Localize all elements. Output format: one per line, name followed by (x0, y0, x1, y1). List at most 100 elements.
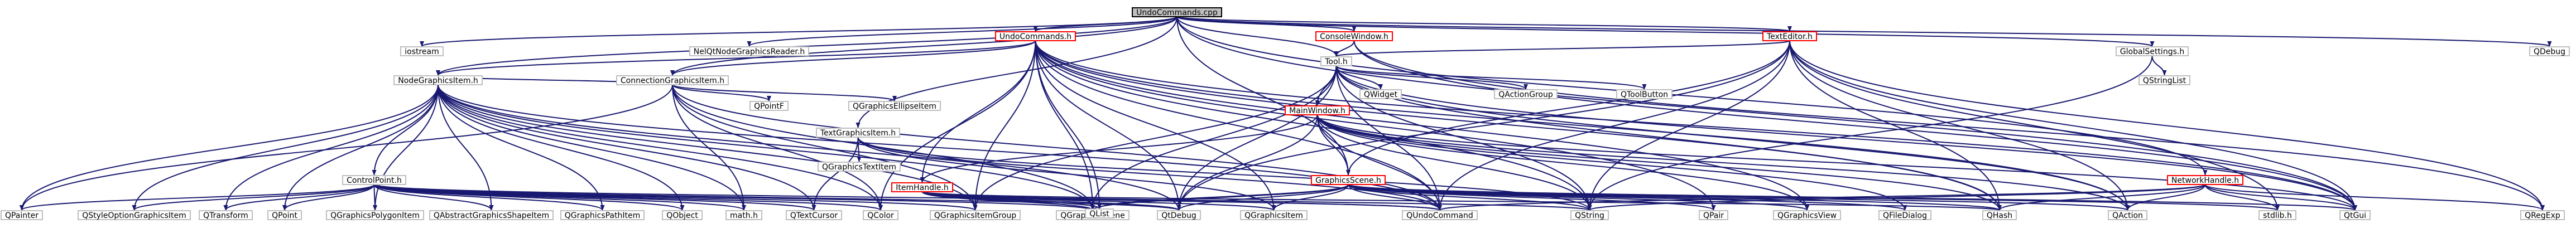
dependency-edge (1176, 16, 2208, 176)
node-qtextitem[interactable]: QGraphicsTextItem (818, 162, 901, 172)
node-qfiledialog[interactable]: QFileDialog (1878, 210, 1931, 220)
node-qgraphicsview[interactable]: QGraphicsView (1773, 210, 1841, 220)
dependency-edge (878, 40, 1036, 211)
node-qgraphicsitem[interactable]: QGraphicsItem (1240, 210, 1308, 220)
node-controlpoint-h[interactable]: ControlPoint.h (342, 175, 406, 185)
node-label: QStyleOptionGraphicsItem (82, 211, 186, 220)
node-qstringlist[interactable]: QStringList (2138, 75, 2190, 85)
node-qregexp[interactable]: QRegExp (2520, 210, 2565, 220)
node-tool-h[interactable]: Tool.h (1320, 56, 1352, 66)
node-label: QActionGroup (1498, 90, 1553, 99)
node-label: TextGraphicsItem.h (820, 129, 896, 138)
dependency-edge (921, 191, 2001, 211)
dependency-edge (372, 184, 377, 211)
node-qcolor[interactable]: QColor (863, 210, 898, 220)
node-qundocommand[interactable]: QUndoCommand (1402, 210, 1478, 220)
node-qpair[interactable]: QPair (1699, 210, 1728, 220)
node-qtgui[interactable]: QtGui (2339, 210, 2371, 220)
dependency-edge (973, 40, 1036, 211)
node-mainwindow-h[interactable]: MainWindow.h (1285, 105, 1350, 115)
node-qactiongroup[interactable]: QActionGroup (1494, 89, 1558, 99)
node-label: QFileDialog (1883, 211, 1927, 220)
node-nelqt[interactable]: NelQtNodeGraphicsReader.h (689, 46, 809, 56)
node-qpathitem[interactable]: QGraphicsPathItem (560, 210, 645, 220)
dependency-edge (1348, 184, 1716, 211)
node-qhash[interactable]: QHash (1982, 210, 2017, 220)
dependency-edge (2125, 184, 2206, 211)
node-label: MainWindow.h (1289, 106, 1345, 115)
node-label: ConsoleWindow.h (1320, 32, 1388, 41)
node-textgraphics-h[interactable]: TextGraphicsItem.h (816, 128, 900, 138)
dependency-edge (1176, 16, 1339, 57)
dependency-edge (1348, 184, 1442, 211)
node-nodegraphics-h[interactable]: NodeGraphicsItem.h (393, 75, 483, 85)
node-label: QPoint (272, 211, 297, 220)
dependency-edge (438, 84, 685, 211)
node-label: NodeGraphicsItem.h (398, 76, 478, 85)
node-qabstractshape[interactable]: QAbstractGraphicsShapeItem (429, 210, 554, 220)
node-qpoint[interactable]: QPoint (267, 210, 302, 220)
dependency-edge (1035, 40, 1095, 211)
node-label: QGraphicsPathItem (565, 211, 640, 220)
node-qdebug[interactable]: QDebug (2529, 46, 2570, 56)
node-qitemgroup[interactable]: QGraphicsItemGroup (930, 210, 1021, 220)
dependency-edge (20, 84, 673, 211)
node-qstyleoption[interactable]: QStyleOptionGraphicsItem (78, 210, 191, 220)
node-itemhandle-h[interactable]: ItemHandle.h (891, 182, 953, 192)
node-qlist[interactable]: QList (1085, 208, 1114, 218)
node-qpointf[interactable]: QPointF (749, 101, 789, 111)
node-label: QGraphicsEllipseItem (853, 102, 936, 111)
node-label: iostream (405, 47, 439, 56)
node-undocommands-cpp: UndoCommands.cpp (1132, 7, 1222, 17)
dependency-edge (438, 84, 883, 211)
node-math-h[interactable]: math.h (725, 210, 762, 220)
node-graphicsscene-h[interactable]: GraphicsScene.h (1311, 175, 1386, 185)
dependency-edge (1316, 114, 1592, 211)
node-label: QString (1575, 211, 1604, 220)
node-qpolygon[interactable]: QGraphicsPolygonItem (326, 210, 424, 220)
node-qellipse[interactable]: QGraphicsEllipseItem (848, 101, 941, 111)
node-undocommands-h[interactable]: UndoCommands.h (995, 31, 1076, 41)
dependency-edge (1271, 184, 1349, 211)
node-label: QPair (1703, 211, 1724, 220)
node-stdlib-h[interactable]: stdlib.h (2258, 210, 2296, 220)
node-label: QtDebug (1161, 211, 1196, 220)
node-qwidget[interactable]: QWidget (1359, 89, 1402, 99)
dependency-edge (1353, 40, 2545, 211)
node-label: QHash (1987, 211, 2012, 220)
node-label: ItemHandle.h (896, 183, 949, 192)
dependency-edge (1035, 40, 1442, 211)
dependency-edge (436, 40, 1036, 76)
dependency-edge (670, 16, 1178, 76)
node-label: QAction (2112, 211, 2143, 220)
node-qtransform[interactable]: QTransform (199, 210, 253, 220)
node-layer: UndoCommands.cpp iostream NelQtNodeGraphic… (1, 7, 2570, 220)
dependency-edge (20, 184, 375, 211)
node-globalsettings-h[interactable]: GlobalSettings.h (2116, 46, 2189, 56)
node-texteditor-h[interactable]: TextEditor.h (1762, 31, 1817, 41)
node-qaction[interactable]: QAction (2108, 210, 2147, 220)
dependency-edge (373, 184, 1181, 211)
dependency-edge (1789, 40, 2130, 211)
dependency-edge (1316, 114, 1351, 176)
node-qtdebug[interactable]: QtDebug (1157, 210, 1201, 220)
node-iostream[interactable]: iostream (400, 46, 444, 56)
node-qpainter[interactable]: QPainter (1, 210, 43, 220)
node-qstring[interactable]: QString (1570, 210, 1609, 220)
node-label: QGraphicsItem (1244, 211, 1303, 220)
node-consolewindow-h[interactable]: ConsoleWindow.h (1315, 31, 1393, 41)
dependency-edge (1587, 184, 2206, 211)
dependency-edge (921, 191, 1181, 211)
dependency-edge (1348, 184, 1592, 211)
node-networkhandle-h[interactable]: NetworkHandle.h (2167, 175, 2243, 185)
dependency-edge (1587, 40, 1790, 211)
node-qtextcursor[interactable]: QTextCursor (786, 210, 842, 220)
dependency-edge (223, 84, 439, 211)
node-qobject[interactable]: QObject (662, 210, 703, 220)
node-qtoolbutton[interactable]: QToolButton (1616, 89, 1673, 99)
dependency-edge (672, 84, 771, 101)
node-label: QWidget (1364, 90, 1398, 99)
node-label: QTextCursor (790, 211, 838, 220)
node-label: QToolButton (1621, 90, 1668, 99)
node-connection-h[interactable]: ConnectionGraphicsItem.h (616, 75, 729, 85)
